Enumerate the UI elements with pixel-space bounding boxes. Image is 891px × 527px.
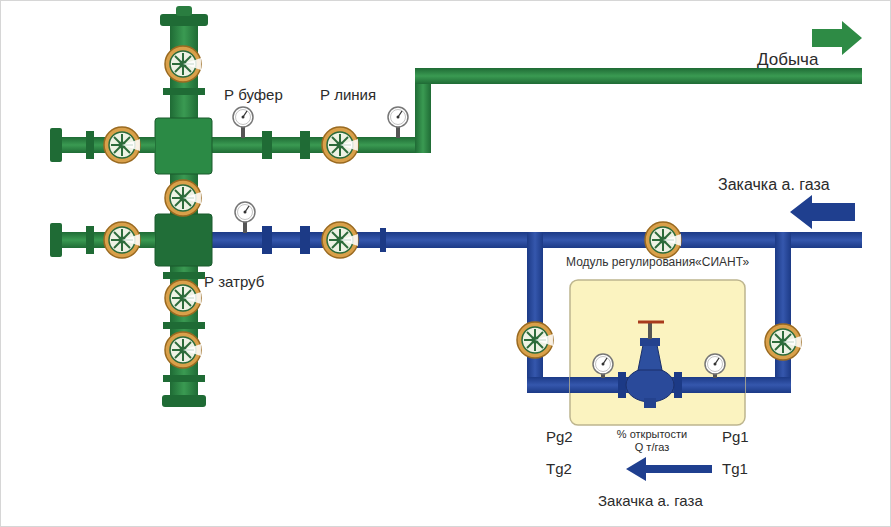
gauge-label: Р буфер (224, 86, 283, 103)
signal-label: Pg2 (546, 428, 573, 445)
regulation-module: Модуль регулирования«СИАНТ» (570, 254, 745, 425)
signal-label: Tg1 (722, 460, 748, 477)
flow-label: Закачка а. газа (598, 492, 703, 509)
signal-label: Pg1 (722, 428, 749, 445)
signal-label: Tg2 (546, 460, 572, 477)
module-heading: Модуль регулирования«СИАНТ» (566, 256, 749, 270)
flow-label: Добыча (757, 50, 818, 70)
gauge-label: Р затруб (204, 273, 264, 290)
valve-opening-label: % открытости Q т/газ (612, 428, 692, 453)
gauge-label: Р линия (320, 86, 376, 103)
flow-label: Закачка а. газа (718, 176, 830, 194)
